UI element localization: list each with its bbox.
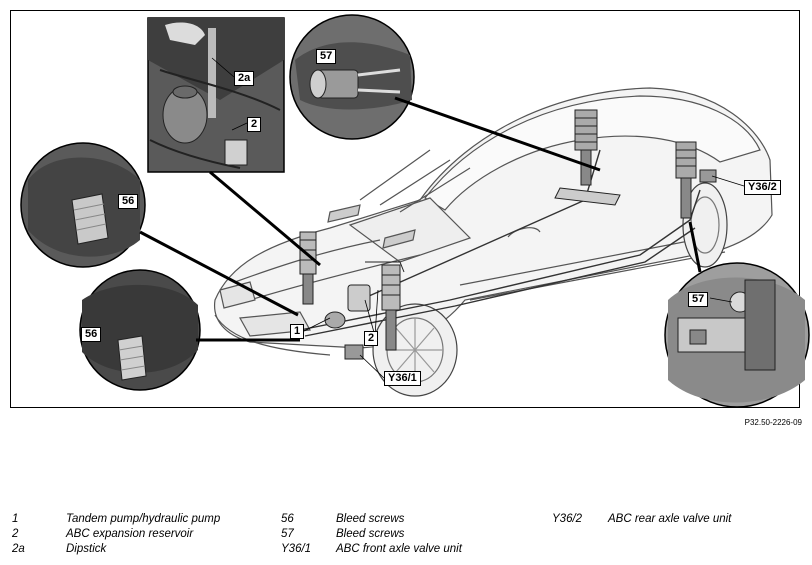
legend-key: 2a [12, 543, 25, 555]
inset-bleed-screw-56-top [20, 142, 146, 268]
legend-text: Dipstick [66, 543, 107, 555]
inset-leader-lines [139, 96, 702, 342]
callout-57-right: 57 [688, 292, 709, 307]
rear-strut-left [554, 109, 621, 206]
rear-valve-unit [699, 169, 717, 183]
callout-2a: 2a [234, 71, 255, 86]
legend-text: ABC rear axle valve unit [608, 513, 732, 525]
callout-2-main: 2 [364, 331, 379, 346]
callout-y36-1: Y36/1 [384, 371, 421, 386]
inset-bleed-screw-57-top [289, 14, 415, 140]
inset-engine-bay [147, 17, 285, 173]
rear-strut-right [675, 141, 697, 219]
legend-key: 56 [281, 513, 294, 525]
front-valve-unit [344, 344, 364, 360]
legend-key: 2 [12, 528, 19, 540]
legend-key: Y36/1 [281, 543, 312, 555]
callout-leaders [211, 57, 745, 379]
front-strut-right [365, 261, 405, 351]
inset-bleed-screw-57-right [664, 262, 810, 408]
figure-id: P32.50-2226-09 [744, 418, 802, 427]
legend-key: 57 [281, 528, 294, 540]
legend-key: 1 [12, 513, 19, 525]
callout-56-bottom: 56 [81, 327, 102, 342]
legend-text: Bleed screws [336, 528, 405, 540]
callout-2-inset: 2 [247, 117, 262, 132]
legend-text: ABC front axle valve unit [336, 543, 462, 555]
callout-y36-2: Y36/2 [744, 180, 781, 195]
legend-text: ABC expansion reservoir [66, 528, 194, 540]
pump-reservoir [324, 284, 371, 329]
legend-key: Y36/2 [552, 513, 583, 525]
legend-text: Bleed screws [336, 513, 405, 525]
inset-bleed-screw-56-bottom [79, 269, 201, 391]
legend-text: Tandem pump/hydraulic pump [66, 513, 221, 525]
callout-57-top: 57 [316, 49, 337, 64]
callout-56-top: 56 [118, 194, 139, 209]
callout-1: 1 [290, 324, 305, 339]
